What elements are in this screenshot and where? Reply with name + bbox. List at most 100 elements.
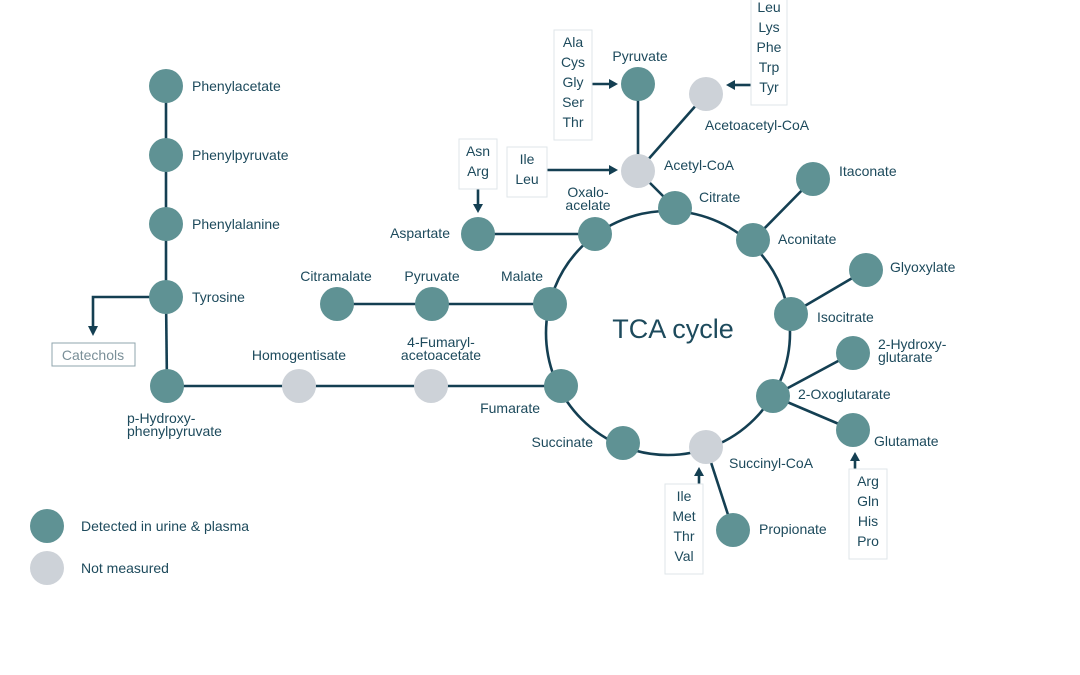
node-citramalate[interactable] [320, 287, 354, 321]
label-line: Glyoxylate [890, 259, 956, 275]
node-pyruvate-top[interactable] [621, 67, 655, 101]
label-fumarylacetoacetate: 4-Fumaryl-acetoacetate [401, 334, 481, 363]
edge-tyrosine-catechols [91, 295, 166, 328]
label-line: 2-Hydroxy- [878, 336, 947, 352]
label-line: Acetoacetyl-CoA [705, 117, 810, 133]
label-succinate: Succinate [532, 434, 594, 450]
arrowhead [726, 80, 735, 90]
label-line: Acetyl-CoA [664, 157, 735, 173]
amino-acid-box [458, 138, 498, 190]
label-line: Citramalate [300, 268, 372, 284]
nodes-layer [149, 67, 883, 547]
node-itaconate[interactable] [796, 162, 830, 196]
label-glutamate: Glutamate [874, 433, 939, 449]
label-line: acetoacetate [401, 347, 481, 363]
amino-acid-box [506, 146, 548, 198]
label-line: glutarate [878, 349, 933, 365]
amino-acid-leu: Leu [757, 0, 780, 15]
node-fumarylacetoacetate[interactable] [414, 369, 448, 403]
amino-acid-tyr: Tyr [759, 79, 779, 95]
node-tyrosine[interactable] [149, 280, 183, 314]
amino-acid-leu: Leu [515, 171, 538, 187]
label-line: Succinyl-CoA [729, 455, 814, 471]
label-line: Succinate [532, 434, 594, 450]
node-aspartate[interactable] [461, 217, 495, 251]
node-propionate[interactable] [716, 513, 750, 547]
catechols-label: Catechols [62, 347, 124, 363]
node-succinyl-coa[interactable] [689, 430, 723, 464]
amino-acid-pro: Pro [857, 533, 879, 549]
arrows-layer [88, 79, 860, 484]
node-acetoacetyl-coa[interactable] [689, 77, 723, 111]
label-line: Citrate [699, 189, 740, 205]
label-acetyl-coa: Acetyl-CoA [664, 157, 735, 173]
node-citrate[interactable] [658, 191, 692, 225]
label-line: phenylpyruvate [127, 423, 222, 439]
node-oxoglutarate[interactable] [756, 379, 790, 413]
legend-not-measured-label: Not measured [81, 560, 169, 576]
label-oxoglutarate: 2-Oxoglutarate [798, 386, 891, 402]
labels-layer: PhenylacetatePhenylpyruvatePhenylalanine… [127, 48, 956, 537]
node-phenylalanine[interactable] [149, 207, 183, 241]
amino-acid-box [750, 0, 788, 106]
label-isocitrate: Isocitrate [817, 309, 874, 325]
node-phenylpyruvate[interactable] [149, 138, 183, 172]
label-line: Homogentisate [252, 347, 346, 363]
label-p-hydroxyphenylpyruvate: p-Hydroxy-phenylpyruvate [127, 410, 222, 439]
arrowhead [694, 467, 704, 476]
label-succinyl-coa: Succinyl-CoA [729, 455, 814, 471]
node-oxaloacetate[interactable] [578, 217, 612, 251]
node-succinate[interactable] [606, 426, 640, 460]
amino-acid-thr: Thr [674, 528, 695, 544]
arrowhead [609, 165, 618, 175]
amino-acid-boxes: AlaCysGlySerThrLeuLysPheTrpTyrAsnArgIleL… [458, 0, 888, 575]
label-tyrosine: Tyrosine [192, 289, 245, 305]
label-citramalate: Citramalate [300, 268, 372, 284]
node-glyoxylate[interactable] [849, 253, 883, 287]
node-fumarate[interactable] [544, 369, 578, 403]
node-isocitrate[interactable] [774, 297, 808, 331]
label-line: acelate [565, 197, 610, 213]
node-phenylacetate[interactable] [149, 69, 183, 103]
label-line: Oxalo- [567, 184, 609, 200]
label-glyoxylate: Glyoxylate [890, 259, 956, 275]
label-fumarate: Fumarate [480, 400, 540, 416]
amino-acid-his: His [858, 513, 878, 529]
label-homogentisate: Homogentisate [252, 347, 346, 363]
amino-acid-cys: Cys [561, 54, 585, 70]
label-aspartate: Aspartate [390, 225, 450, 241]
label-line: Glutamate [874, 433, 939, 449]
label-phenylpyruvate: Phenylpyruvate [192, 147, 289, 163]
node-malate[interactable] [533, 287, 567, 321]
amino-acid-met: Met [672, 508, 695, 524]
legend-not-measured-swatch [30, 551, 64, 585]
node-p-hydroxyphenylpyruvate[interactable] [150, 369, 184, 403]
amino-acid-trp: Trp [759, 59, 780, 75]
amino-acid-gly: Gly [563, 74, 584, 90]
label-citrate: Citrate [699, 189, 740, 205]
label-line: Malate [501, 268, 543, 284]
catechols-box [51, 342, 136, 367]
label-line: Isocitrate [817, 309, 874, 325]
label-phenylacetate: Phenylacetate [192, 78, 281, 94]
label-line: Phenylpyruvate [192, 147, 289, 163]
node-homogentisate[interactable] [282, 369, 316, 403]
node-acetyl-coa[interactable] [621, 154, 655, 188]
edge-acetoacetyl_coa-acetyl_coa [637, 93, 707, 172]
label-hydroxyglutarate: 2-Hydroxy-glutarate [878, 336, 947, 365]
label-acetoacetyl-coa: Acetoacetyl-CoA [705, 117, 810, 133]
node-aconitate[interactable] [736, 223, 770, 257]
node-pyruvate-left[interactable] [415, 287, 449, 321]
amino-acid-box [848, 468, 888, 560]
node-hydroxyglutarate[interactable] [836, 336, 870, 370]
node-glutamate[interactable] [836, 413, 870, 447]
label-oxaloacetate: Oxalo-acelate [565, 184, 610, 213]
legend-detected-label: Detected in urine & plasma [81, 518, 249, 534]
label-line: Itaconate [839, 163, 897, 179]
amino-acid-lys: Lys [758, 19, 779, 35]
